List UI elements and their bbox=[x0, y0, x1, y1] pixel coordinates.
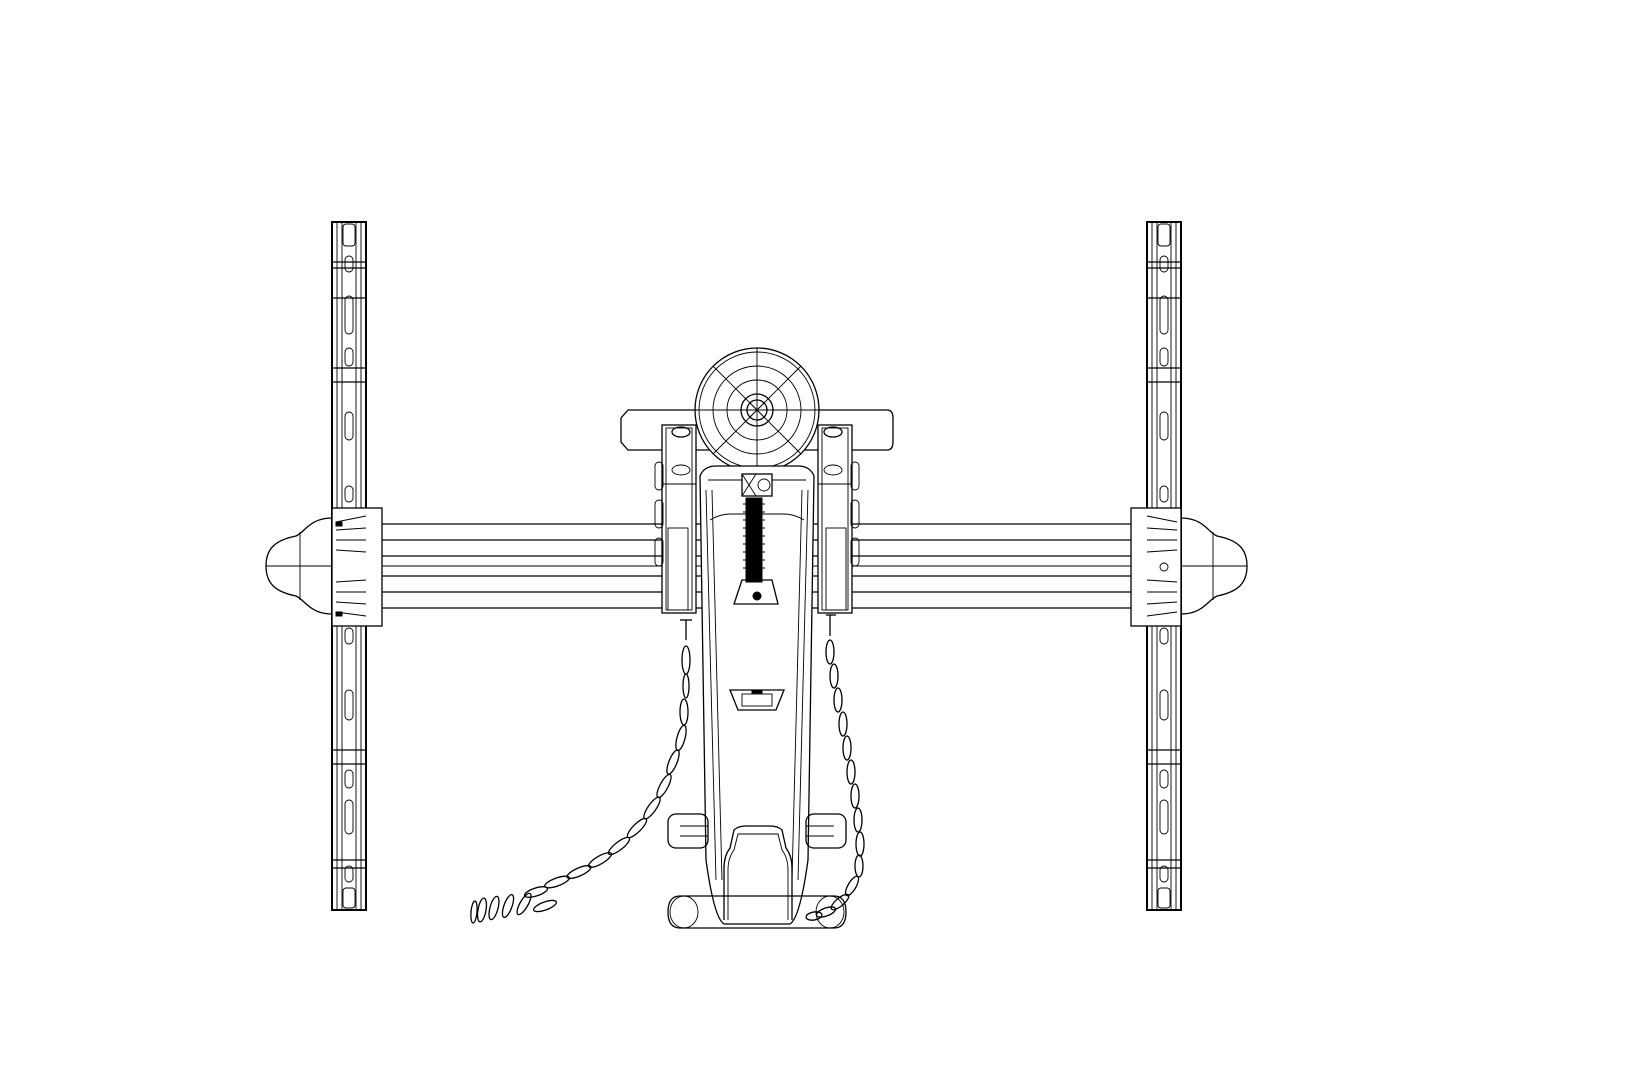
left-side-bracket bbox=[654, 424, 697, 614]
threaded-screw bbox=[733, 473, 779, 605]
left-chain bbox=[470, 619, 692, 924]
top-wheel bbox=[694, 347, 820, 473]
left-end-cap bbox=[265, 507, 383, 627]
right-side-bracket bbox=[817, 424, 860, 614]
lower-side-pads bbox=[667, 813, 847, 849]
right-end-cap bbox=[1130, 507, 1248, 627]
right-chain bbox=[805, 614, 865, 921]
center-pedal-body bbox=[699, 465, 815, 925]
top-handle-bar bbox=[620, 409, 894, 451]
